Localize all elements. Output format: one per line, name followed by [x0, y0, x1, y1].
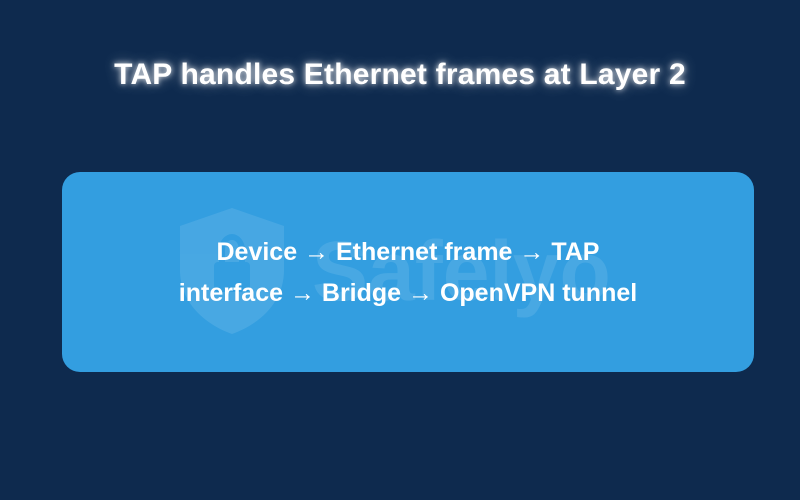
- diagram-title: TAP handles Ethernet frames at Layer 2: [114, 58, 686, 91]
- flow-text: Device → Ethernet frame → TAP interface …: [62, 232, 754, 314]
- flow-line-2: interface → Bridge → OpenVPN tunnel: [178, 279, 638, 307]
- shield-lock-icon: [180, 208, 284, 334]
- flow-line-1: Device → Ethernet frame → TAP: [216, 238, 600, 266]
- flow-card: Safelyo Device → Ethernet frame → TAP in…: [62, 172, 754, 372]
- watermark-text: Safelyo: [312, 224, 611, 318]
- watermark-logo: Safelyo: [162, 200, 682, 340]
